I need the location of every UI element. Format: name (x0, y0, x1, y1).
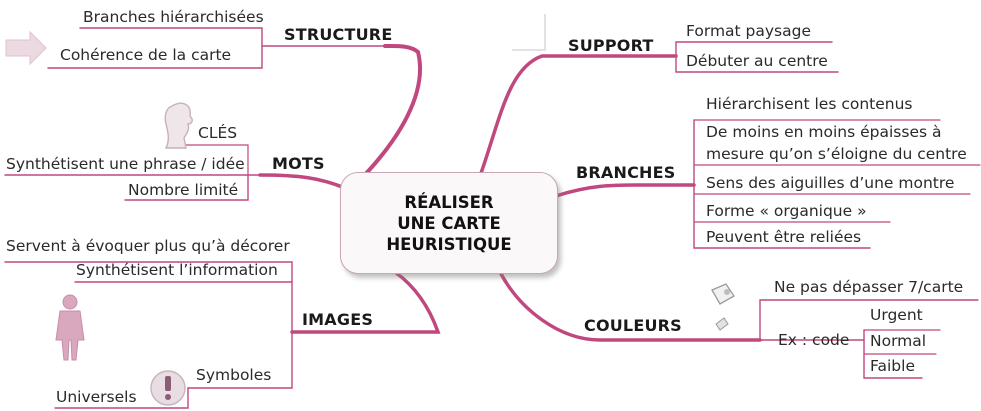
mots-item: Nombre limité (128, 181, 239, 199)
images-item: Symboles (196, 366, 272, 384)
structure-item: Branches hiérarchisées (83, 8, 264, 26)
central-topic-line: UNE CARTE (397, 213, 501, 233)
branch-couleurs: COULEURS (584, 316, 682, 335)
couleurs-item: Ex : code (778, 331, 850, 349)
couleurs-item: Normal (870, 332, 927, 350)
branches-item: Hiérarchisent les contenus (706, 95, 913, 113)
paper-corner-icon (512, 14, 546, 51)
images-item: Universels (56, 388, 137, 406)
head-profile-icon (164, 102, 193, 149)
branches-item: mesure qu’on s’éloigne du centre (706, 145, 967, 163)
branches-item: Forme « organique » (706, 202, 867, 220)
support-item: Format paysage (686, 22, 812, 40)
couleurs-item: Ne pas dépasser 7/carte (774, 278, 964, 296)
branch-support: SUPPORT (568, 36, 654, 55)
images-item: Servent à évoquer plus qu’à décorer (6, 237, 290, 255)
mots-item: CLÉS (198, 124, 238, 142)
mots-item: Synthétisent une phrase / idée (6, 155, 245, 173)
branches-item: De moins en moins épaisses à (706, 123, 942, 141)
central-topic-line: HEURISTIQUE (386, 234, 512, 254)
support-item: Débuter au centre (686, 52, 828, 70)
structure-item: Cohérence de la carte (60, 46, 232, 64)
branch-structure: STRUCTURE (284, 25, 393, 44)
branches-item: Peuvent être reliées (706, 228, 862, 246)
branch-branches: BRANCHES (576, 163, 676, 182)
exclamation-icon (150, 370, 186, 406)
branch-images: IMAGES (302, 310, 374, 329)
paint-icon (711, 283, 735, 331)
branches-item: Sens des aiguilles d’une montre (706, 174, 955, 192)
branch-mots: MOTS (272, 154, 325, 173)
central-topic-line: RÉALISER (404, 192, 494, 212)
couleurs-item: Faible (870, 357, 915, 375)
images-item: Synthétisent l’information (76, 261, 278, 279)
couleurs-item: Urgent (870, 306, 923, 324)
human-figure-icon (55, 294, 85, 361)
central-topic: RÉALISER UNE CARTE HEURISTIQUE (340, 172, 558, 274)
arrow-right-icon (5, 30, 47, 66)
